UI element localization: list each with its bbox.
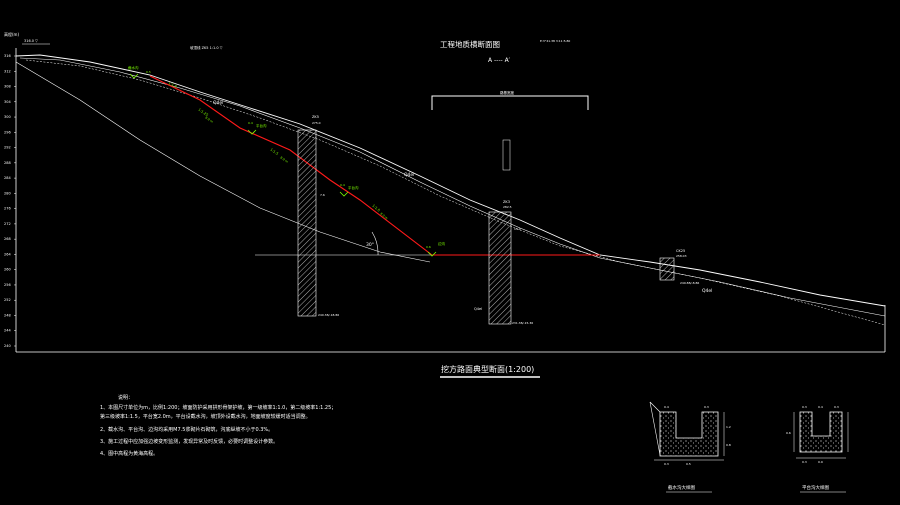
svg-text:275.0: 275.0 <box>312 121 321 125</box>
svg-text:282.5: 282.5 <box>503 205 512 209</box>
svg-text:231.38/-15.36: 231.38/-15.36 <box>512 321 533 325</box>
elevation-tick-label: 260 <box>4 268 11 272</box>
elevation-tick-label: 292 <box>4 146 11 150</box>
elevation-tick-label: 304 <box>4 100 11 104</box>
detail-intercept-ditch: 0.4 0.3 0.5 0.3 1.2 0.8 截水沟大样图 <box>649 401 731 493</box>
svg-text:0.5: 0.5 <box>146 70 151 74</box>
design-slope-line <box>149 75 600 256</box>
svg-text:平台沟: 平台沟 <box>256 123 267 128</box>
elevation-tick-label: 268 <box>4 237 11 241</box>
svg-text:Q4el: Q4el <box>404 172 414 178</box>
svg-text:截水沟: 截水沟 <box>128 65 139 70</box>
svg-text:0.6: 0.6 <box>426 245 431 249</box>
svg-text:0.5: 0.5 <box>686 462 691 466</box>
borehole-ck25: CK25 258.03 249.88/-8.86 <box>659 249 699 285</box>
svg-text:0.4: 0.4 <box>818 405 823 409</box>
svg-text:0.6: 0.6 <box>786 431 791 435</box>
section-title: 工程地质横断面图 <box>440 39 500 49</box>
svg-text:7.6: 7.6 <box>320 193 325 197</box>
elevation-tick-label: 280 <box>4 191 11 195</box>
elevation-tick-label: 308 <box>4 85 11 89</box>
elevation-tick-label: 276 <box>4 207 11 211</box>
elevation-header: 高程(m) <box>4 31 19 37</box>
slope-annotations: 1:1.0 1:1.25 1:1.5 1:1.5 8.0 m 8.0 m 8.0… <box>168 81 389 220</box>
svg-text:挖方路面典型断面(1:200): 挖方路面典型断面(1:200) <box>441 364 534 374</box>
note-line-1: 1、本图尺寸单位为m，比例1:200；坡面防护采用拱形骨架护坡，第一级坡率1:1… <box>100 405 337 411</box>
svg-text:截水沟大样图: 截水沟大样图 <box>668 484 695 491</box>
svg-text:Q4el: Q4el <box>474 307 482 311</box>
svg-text:0.3: 0.3 <box>664 462 669 466</box>
main-caption: 挖方路面典型断面(1:200) <box>440 364 540 378</box>
elevation-tick-label: 284 <box>4 176 11 180</box>
svg-text:0.3: 0.3 <box>802 405 807 409</box>
detail-platform-ditch: 0.3 0.4 0.3 0.3 0.9 0.6 平台沟大样图 <box>786 405 849 493</box>
svg-text:CK25: CK25 <box>676 249 685 253</box>
svg-text:0.3: 0.3 <box>834 405 839 409</box>
elevation-tick-label: 252 <box>4 298 11 302</box>
top-left-note: 坡顶线 ZK5 1:1.0 ▽ <box>190 45 223 50</box>
slope-angle: 30° <box>366 231 379 256</box>
svg-text:平台沟: 平台沟 <box>348 185 359 190</box>
geology-labels: Q4el Q4el Q4el Q4el <box>213 100 712 311</box>
elevation-tick-label: 256 <box>4 283 11 287</box>
svg-text:1:1.0: 1:1.0 <box>168 81 178 88</box>
elevation-tick-label: 300 <box>4 115 11 119</box>
section-frame <box>15 48 886 353</box>
notes-title: 说明： <box>118 395 134 401</box>
section-id: A ---- A′ <box>488 57 511 64</box>
svg-text:0.4: 0.4 <box>664 405 669 409</box>
svg-text:0.8: 0.8 <box>726 443 731 447</box>
svg-text:249.88/-8.86: 249.88/-8.86 <box>680 281 699 285</box>
note-line-3: 2、截水沟、平台沟、边沟均采用M7.5浆砌片石砌筑，沟底纵坡不小于0.3%。 <box>100 427 274 433</box>
svg-text:路基宽度: 路基宽度 <box>500 90 514 95</box>
svg-text:Q4el: Q4el <box>213 100 223 106</box>
svg-text:Q4el: Q4el <box>702 288 712 294</box>
header-side-note: E:3°41.38 3:11:5.80 <box>540 39 570 43</box>
elevation-tick-label: 264 <box>4 252 11 256</box>
svg-text:0.3: 0.3 <box>704 405 709 409</box>
svg-text:平台沟大样图: 平台沟大样图 <box>802 484 829 491</box>
svg-text:1.2: 1.2 <box>726 425 731 429</box>
svg-text:1:1.25: 1:1.25 <box>197 108 208 118</box>
svg-text:240.38/-18.86: 240.38/-18.86 <box>318 313 339 317</box>
road-width-bracket: 路基宽度 <box>431 90 589 110</box>
elevation-tick-label: 248 <box>4 313 11 317</box>
elevation-scale: 316 312 308 304 300 296 292 288 284 280 276 272 268 2… <box>4 54 16 348</box>
elevation-tick-label: 312 <box>4 69 11 73</box>
ditch-symbols <box>129 73 437 257</box>
elevation-tick-label: 296 <box>4 130 11 134</box>
borehole-zk3: ZK3 282.5 15.4 231.38/-15.36 <box>488 139 533 325</box>
elevation-tick-label: 272 <box>4 222 11 226</box>
svg-text:边沟: 边沟 <box>438 241 446 246</box>
ground-lines <box>15 54 886 326</box>
svg-text:0.3: 0.3 <box>802 460 807 464</box>
svg-text:0.4: 0.4 <box>340 183 345 187</box>
top-tick-label: 316.0 ▽ <box>24 39 38 43</box>
svg-text:8.0 m: 8.0 m <box>279 156 288 164</box>
svg-text:8.0 m: 8.0 m <box>204 116 213 124</box>
svg-text:30°: 30° <box>366 242 374 248</box>
elevation-tick-label: 244 <box>4 329 11 333</box>
svg-text:ZK5: ZK5 <box>312 115 319 119</box>
note-line-5: 4、图中高程为黄海高程。 <box>100 451 159 457</box>
elevation-tick-label: 288 <box>4 161 11 165</box>
svg-text:0.9: 0.9 <box>818 460 823 464</box>
ditch-labels: 截水沟 0.5 平台沟 0.4 平台沟 0.4 边沟 0.6 <box>128 65 446 249</box>
svg-text:1:1.5: 1:1.5 <box>371 204 380 213</box>
svg-text:0.4: 0.4 <box>248 121 253 125</box>
svg-text:1:1.5: 1:1.5 <box>269 148 279 156</box>
note-line-4: 3、施工过程中应加强边坡变形监测，发现异常及时反馈，必要时调整设计参数。 <box>100 439 279 445</box>
svg-text:258.03: 258.03 <box>676 254 687 258</box>
note-line-2: 第三级坡率1:1.5，平台宽2.0m，平台设截水沟，坡顶外设截水沟，地面坡度较缓… <box>100 414 311 420</box>
svg-text:ZK3: ZK3 <box>503 200 510 204</box>
elevation-tick-label: 240 <box>4 344 11 348</box>
borehole-zk5: ZK5 275.0 7.6 240.38/-18.86 <box>297 115 339 317</box>
svg-text:8.0 m: 8.0 m <box>379 212 388 221</box>
svg-text:15.4: 15.4 <box>514 227 521 231</box>
elevation-tick-label: 316 <box>4 54 11 58</box>
